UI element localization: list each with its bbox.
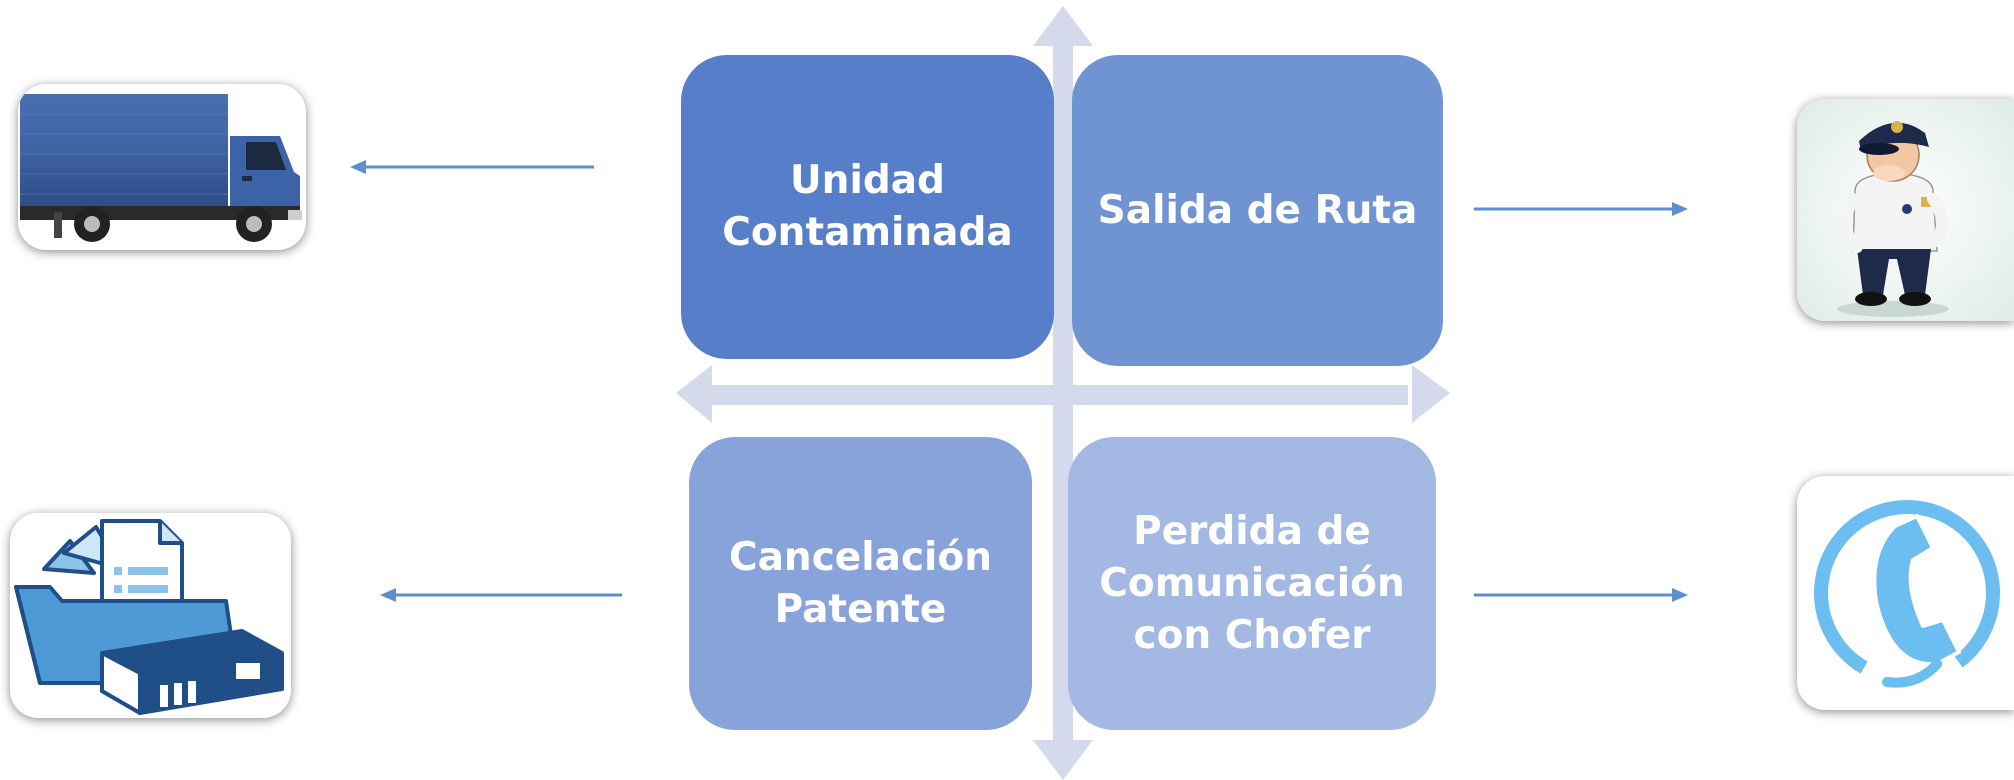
guard-icon	[1797, 99, 2014, 321]
arrow-to-guard	[1474, 202, 1688, 216]
truck-image	[18, 84, 306, 250]
arrow-to-phone	[1474, 588, 1688, 602]
arrow-to-folder	[380, 588, 622, 602]
quadrant-label: Unidad Contaminada	[722, 158, 1013, 255]
arrow-to-truck	[350, 160, 594, 174]
phone-image	[1797, 476, 2014, 710]
phone-icon	[1814, 500, 2001, 688]
quadrant-label: Salida de Ruta	[1097, 187, 1418, 233]
quadrant-label: Perdida de Comunicación con Chofer	[1099, 508, 1405, 658]
horizontal-axis	[708, 385, 1408, 405]
security-guard-image	[1797, 99, 2014, 321]
quadrant-cancelacion-patente: Cancelación Patente	[689, 437, 1032, 730]
quadrant-label: Cancelación Patente	[728, 534, 992, 632]
quadrant-unidad-contaminada: Unidad Contaminada	[681, 55, 1054, 359]
quadrant-salida-de-ruta: Salida de Ruta	[1072, 55, 1443, 366]
quadrant-perdida-de-comunicacion: Perdida de Comunicación con Chofer	[1068, 437, 1436, 730]
axis-arrow-right	[1412, 365, 1450, 423]
axis-arrow-up	[1033, 6, 1093, 46]
axis-arrow-left	[676, 365, 712, 423]
axis-arrow-down	[1033, 740, 1093, 780]
folder-documents-image	[10, 513, 291, 718]
truck-icon	[20, 94, 302, 242]
folder-icon	[14, 519, 284, 715]
